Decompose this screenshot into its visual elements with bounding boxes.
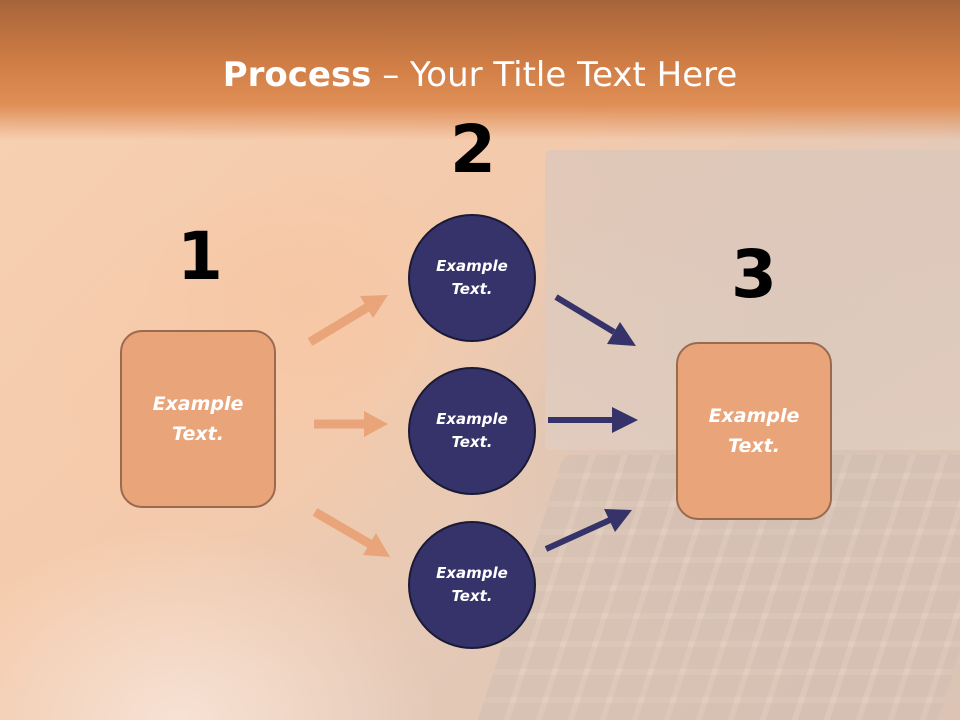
slide-title[interactable]: Process – Your Title Text Here [0,54,960,96]
step-3-text: Example Text. [708,405,800,457]
title-bold-part: Process [222,55,372,95]
arrow-to-circle-1 [307,295,388,346]
arrow-from-circle-3 [544,509,632,552]
step-3-box[interactable]: Example Text. [676,342,832,520]
step-1-box[interactable]: Example Text. [120,330,276,508]
arrow-from-circle-1 [554,294,636,346]
circle-top-text: Example Text. [436,257,508,298]
title-banner [0,0,960,140]
step-2-circle-bottom[interactable]: Example Text. [408,521,536,649]
arrow-to-circle-2 [314,411,388,437]
step-number-2: 2 [450,111,496,188]
step-2-circle-middle[interactable]: Example Text. [408,367,536,495]
step-number-1: 1 [177,218,223,295]
title-rest-part: – Your Title Text Here [371,55,738,95]
circle-middle-text: Example Text. [436,410,508,451]
circle-bottom-text: Example Text. [436,564,508,605]
arrow-to-circle-3 [312,508,390,557]
arrow-from-circle-2 [548,407,638,433]
step-2-circle-top[interactable]: Example Text. [408,214,536,342]
navy-arrows [544,294,638,552]
step-number-3: 3 [731,236,777,313]
orange-arrows [307,295,390,557]
step-1-text: Example Text. [152,393,244,445]
